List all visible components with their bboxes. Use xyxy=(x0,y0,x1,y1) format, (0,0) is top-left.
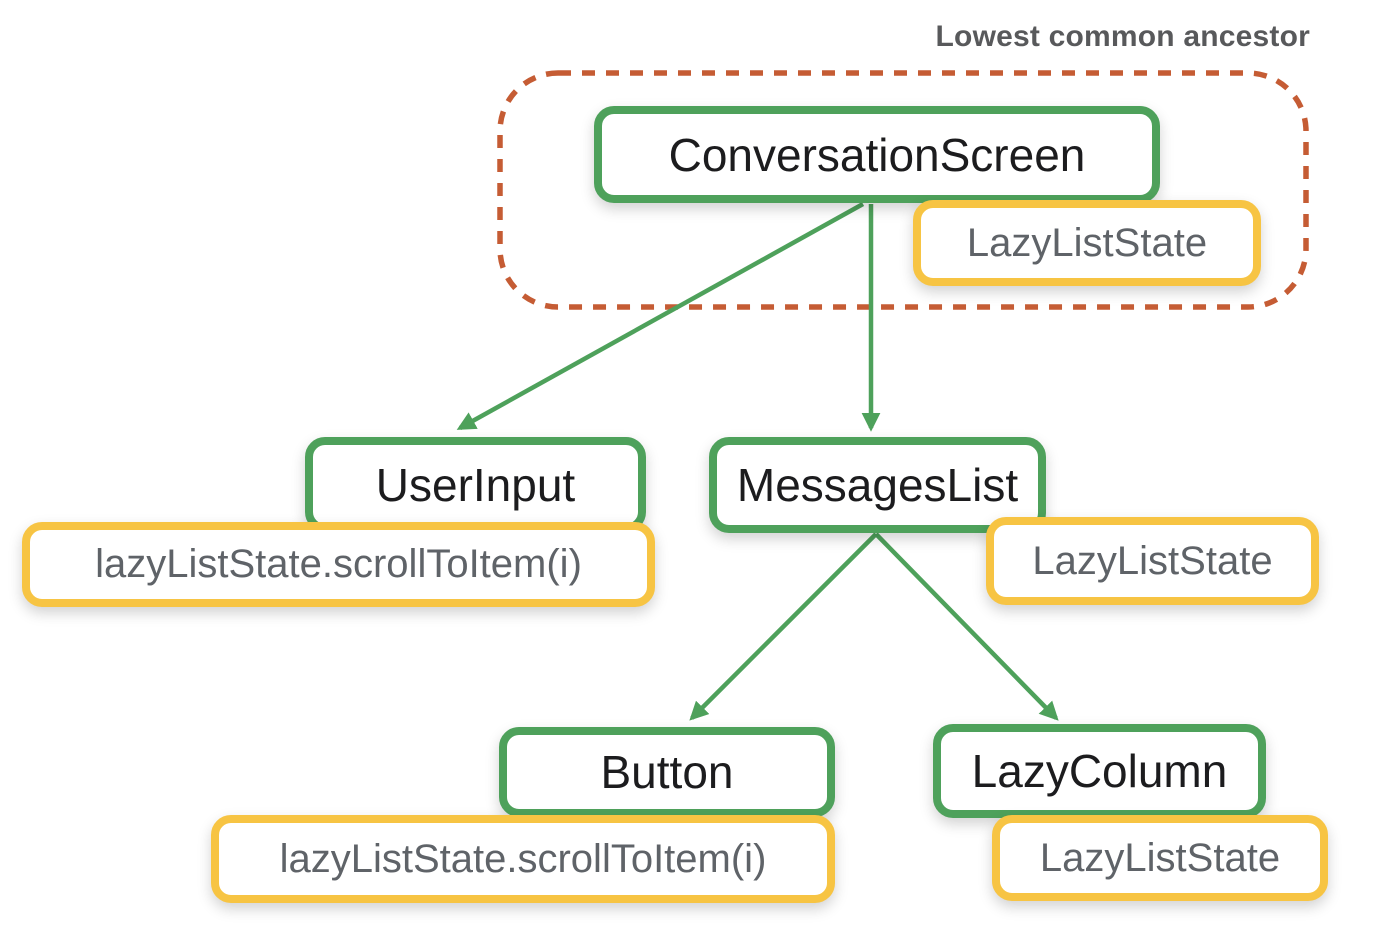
state-badge-lazy-column-label: LazyListState xyxy=(1039,835,1281,880)
node-messages-list: MessagesList xyxy=(709,437,1046,533)
state-badge-user-input: lazyListState.scrollToItem(i) xyxy=(22,522,655,607)
state-badge-messages-list: LazyListState xyxy=(986,517,1319,605)
state-badge-conversation-screen: LazyListState xyxy=(913,200,1261,286)
lowest-common-ancestor-label: Lowest common ancestor xyxy=(935,20,1310,53)
node-lazy-column: LazyColumn xyxy=(933,724,1266,818)
node-button: Button xyxy=(499,727,835,817)
edge-conversationscreen-userinput xyxy=(456,202,865,430)
state-badge-button: lazyListState.scrollToItem(i) xyxy=(211,815,835,903)
state-badge-conversation-screen-label: LazyListState xyxy=(966,220,1208,265)
state-badge-messages-list-label: LazyListState xyxy=(1032,538,1273,583)
edge-messageslist-lazycolumn xyxy=(874,532,1059,721)
node-user-input: UserInput xyxy=(305,437,646,532)
node-conversation-screen: ConversationScreen xyxy=(594,106,1160,203)
state-badge-user-input-label: lazyListState.scrollToItem(i) xyxy=(95,542,582,586)
node-conversation-screen-label: ConversationScreen xyxy=(668,128,1086,181)
node-messages-list-label: MessagesList xyxy=(736,459,1019,511)
lowest-common-ancestor-boundary xyxy=(497,70,1309,310)
state-badge-lazy-column: LazyListState xyxy=(992,815,1328,901)
node-button-label: Button xyxy=(600,746,734,798)
node-lazy-column-label: LazyColumn xyxy=(971,745,1228,797)
state-badge-button-label: lazyListState.scrollToItem(i) xyxy=(279,836,767,881)
node-user-input-label: UserInput xyxy=(375,458,576,511)
edge-messageslist-button xyxy=(689,532,878,721)
